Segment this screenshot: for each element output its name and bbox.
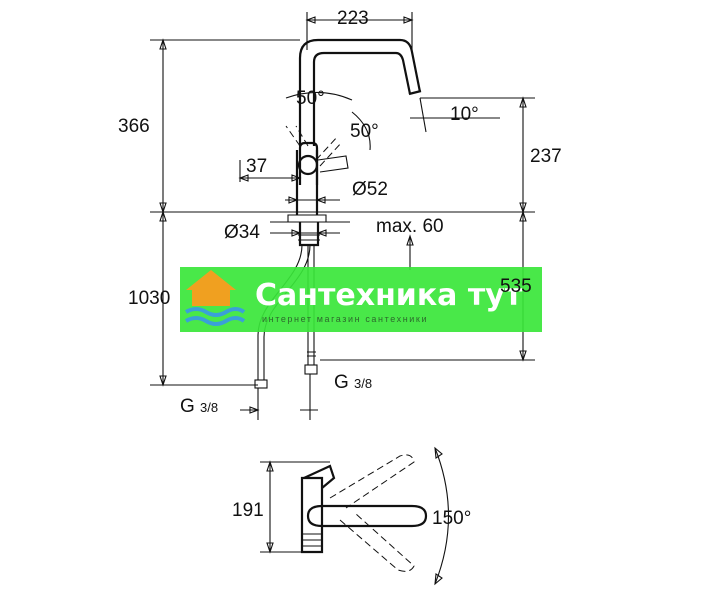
watermark-banner: Сантехника тут интернет магазин сантехни… [180, 267, 542, 332]
wave-icon-2 [184, 316, 246, 326]
shank-thread [298, 234, 320, 241]
dim-plan-rotation: 150° [432, 508, 471, 529]
dim-lever-offset: 37 [246, 156, 267, 177]
lever-housing [298, 141, 319, 185]
watermark-subtitle: интернет магазин сантехники [262, 314, 428, 324]
faucet-elevation [254, 38, 422, 389]
dim-height-total: 366 [118, 116, 150, 137]
faucet-plan-view [260, 446, 450, 586]
dim-connection-left-g: G [180, 396, 195, 417]
dim-hose-length: 1030 [128, 288, 170, 309]
plan-spout [306, 504, 428, 528]
dim-angle-lever-2: 50° [350, 121, 379, 142]
plan-spout-ghost-2 [339, 513, 415, 572]
dimension-lines [150, 12, 535, 420]
dim-angle-spout: 10° [450, 104, 479, 125]
house-logo-icon [186, 270, 236, 306]
dim-max-deck: max. 60 [376, 216, 444, 237]
wave-icon-1 [184, 307, 246, 317]
dim-connection-left-frac: 3/8 [200, 400, 218, 415]
dim-width-top: 223 [337, 8, 369, 29]
spout-outer [298, 38, 422, 146]
plan-body [300, 476, 324, 554]
spout-inner [312, 51, 412, 146]
watermark-background [180, 267, 542, 332]
watermark-title: Сантехника тут [255, 278, 523, 313]
hose-left-fitting [254, 379, 268, 389]
lever-swing-2 [315, 135, 343, 167]
dim-angle-lever-1: 50° [296, 88, 325, 109]
dim-connection-right-frac: 3/8 [354, 376, 372, 391]
hose-right-fitting [304, 364, 318, 375]
hose-right-ribs [307, 351, 316, 357]
dim-below-deck: 535 [500, 276, 532, 297]
spout-outlet [408, 89, 422, 96]
lever-handle [317, 155, 349, 173]
mounting-nut [287, 214, 327, 223]
dim-body-diameter: Ø52 [352, 179, 388, 200]
plan-lever [303, 464, 336, 489]
plan-rotation-arc [434, 447, 450, 585]
lever-swing-1 [285, 125, 309, 147]
lever-pivot [297, 154, 319, 176]
dim-hole-diameter: Ø34 [224, 222, 260, 243]
plan-thread [302, 533, 322, 547]
dim-connection-right-g: G [334, 372, 349, 393]
dim-height-outlet: 237 [530, 146, 562, 167]
plan-spout-ghost-1 [329, 454, 415, 509]
dim-plan-depth: 191 [232, 500, 264, 521]
dimension-labels: 223 366 50° 50° 10° 237 37 Ø52 Ø34 max. … [118, 8, 562, 529]
